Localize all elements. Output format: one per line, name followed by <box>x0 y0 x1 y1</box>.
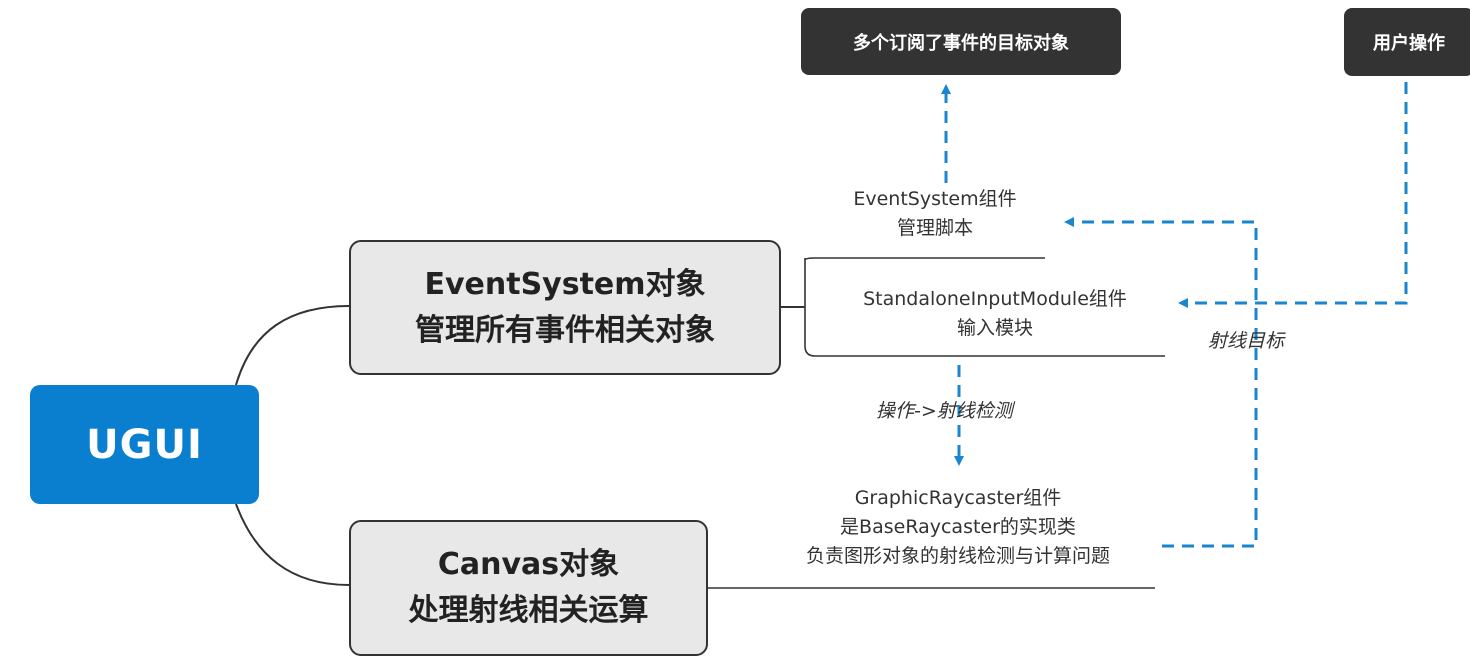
leaf-raycaster-line1: GraphicRaycaster组件 <box>854 487 1062 509</box>
branch-eventsystem-line1: EventSystem对象 <box>424 266 706 302</box>
link-root-canvas <box>235 503 350 586</box>
leaf-eventsystem-component[interactable]: EventSystem组件 管理脚本 <box>830 185 1040 243</box>
subscribers-box[interactable]: 多个订阅了事件的目标对象 <box>801 8 1121 75</box>
root-label: UGUI <box>86 421 203 468</box>
leaf-input-module[interactable]: StandaloneInputModule组件 输入模块 <box>820 285 1170 343</box>
leaf-graphic-raycaster[interactable]: GraphicRaycaster组件 是BaseRaycaster的实现类 负责… <box>758 484 1158 571</box>
branch-canvas-line1: Canvas对象 <box>437 547 620 582</box>
link-eventsystem-leaves-bracket <box>804 257 1165 357</box>
branch-canvas-line2: 处理射线相关运算 <box>408 593 649 628</box>
user-action-label: 用户操作 <box>1373 33 1445 54</box>
root-node-ugui[interactable]: UGUI <box>30 385 259 504</box>
leaf-eventsystem-line1: EventSystem组件 <box>853 188 1017 210</box>
leaf-raycaster-line2: 是BaseRaycaster的实现类 <box>840 516 1076 538</box>
branch-eventsystem-line2: 管理所有事件相关对象 <box>415 312 715 348</box>
branch-node-eventsystem[interactable]: EventSystem对象 管理所有事件相关对象 <box>349 240 781 375</box>
user-action-box[interactable]: 用户操作 <box>1344 8 1470 76</box>
leaf-input-line1: StandaloneInputModule组件 <box>863 288 1127 310</box>
link-root-eventsystem <box>235 305 350 386</box>
branch-node-canvas[interactable]: Canvas对象 处理射线相关运算 <box>349 520 708 656</box>
leaf-input-line2: 输入模块 <box>956 317 1033 339</box>
op-to-ray-note: 操作->射线检测 <box>876 400 1013 422</box>
arrow-raycaster-to-eventsystem <box>1064 217 1258 548</box>
leaf-raycaster-line3: 负责图形对象的射线检测与计算问题 <box>805 545 1110 567</box>
leaf-eventsystem-line2: 管理脚本 <box>896 217 973 239</box>
subscribers-label: 多个订阅了事件的目标对象 <box>853 32 1069 54</box>
arrow-user-to-input <box>1178 82 1408 308</box>
ray-target-note: 射线目标 <box>1208 330 1285 352</box>
